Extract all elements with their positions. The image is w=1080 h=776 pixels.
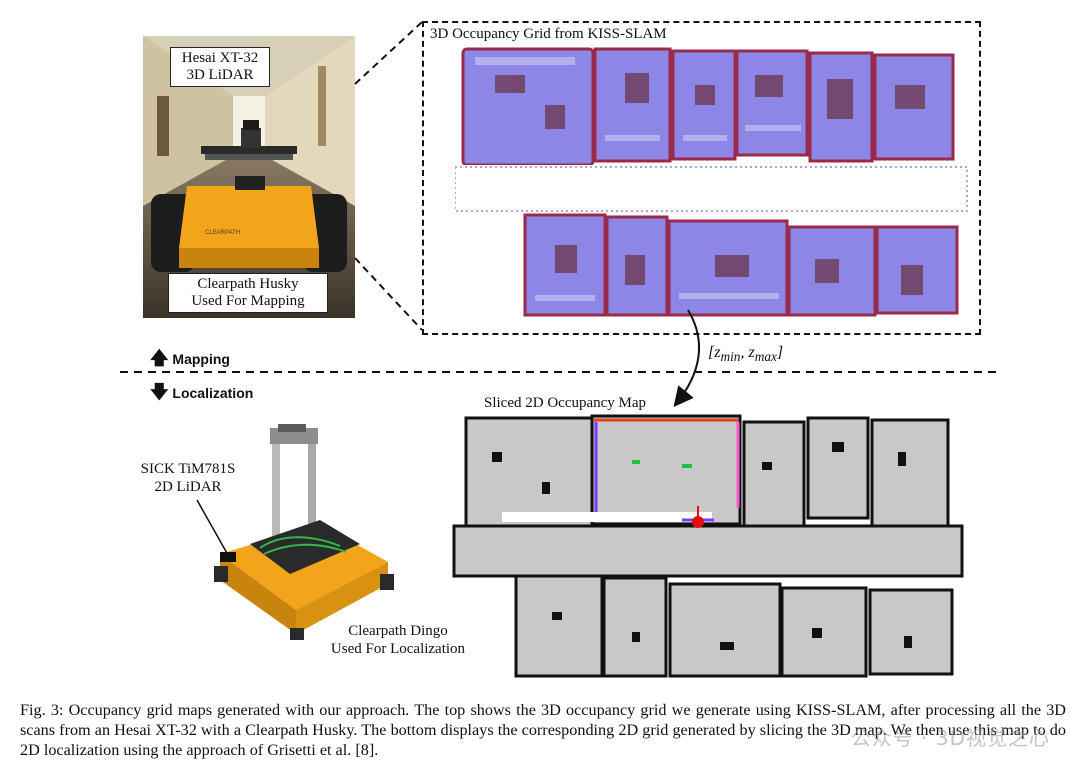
- down-arrow-icon: 🡇: [150, 382, 169, 402]
- localization-section-label: 🡇 Localization: [150, 380, 253, 410]
- dingo-robot-label-line2: Used For Localization: [330, 641, 466, 657]
- husky-lidar-label: Hesai XT-32 3D LiDAR: [170, 47, 270, 87]
- sick-lidar-label-line2: 2D LiDAR: [154, 479, 222, 495]
- sick-lidar-label-line1: SICK TiM781S: [140, 461, 236, 477]
- localization-label: Localization: [172, 385, 254, 401]
- mapping-section-label: 🡅 Mapping: [150, 346, 230, 376]
- dingo-photo: [214, 424, 394, 640]
- husky-robot-label: Clearpath Husky Used For Mapping: [168, 273, 328, 313]
- husky-robot-label-line2: Used For Mapping: [191, 293, 305, 309]
- occupancy-3d-title: 3D Occupancy Grid from KISS-SLAM: [428, 26, 669, 43]
- sick-lidar-label: SICK TiM781S 2D LiDAR: [128, 460, 248, 496]
- watermark: 公众号 · 3D视觉之心: [850, 726, 1050, 750]
- occupancy-2d-map: [452, 414, 964, 678]
- dingo-robot-label-line1: Clearpath Dingo: [348, 623, 448, 639]
- husky-robot-label-line1: Clearpath Husky: [197, 276, 299, 292]
- occupancy-2d-title: Sliced 2D Occupancy Map: [484, 395, 647, 411]
- dingo-robot-label: Clearpath Dingo Used For Localization: [318, 622, 478, 658]
- slice-range-label: [zmin, zmax]: [708, 344, 784, 365]
- occupancy-3d-map: [455, 47, 968, 317]
- husky-lidar-label-line2: 3D LiDAR: [186, 67, 254, 83]
- svg-text:CLEARPATH: CLEARPATH: [205, 230, 240, 236]
- figure-caption: Fig. 3: Occupancy grid maps generated wi…: [20, 701, 1066, 759]
- husky-lidar-label-line1: Hesai XT-32: [181, 50, 259, 66]
- up-arrow-icon: 🡅: [150, 348, 169, 368]
- mapping-label: Mapping: [172, 351, 230, 367]
- occupancy-3d-panel: [422, 21, 981, 335]
